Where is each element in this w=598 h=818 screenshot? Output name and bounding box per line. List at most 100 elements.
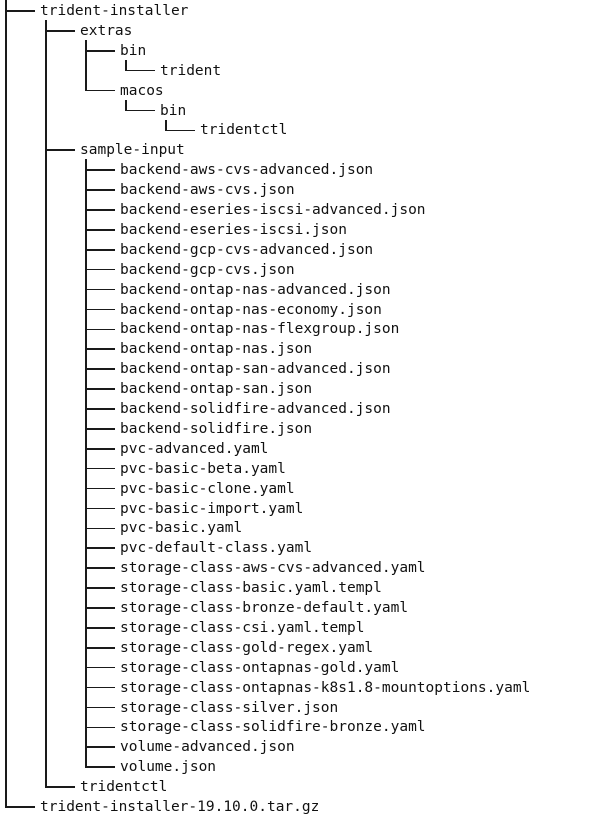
tree-item-name: backend-gcp-cvs-advanced.json: [120, 241, 374, 258]
tree-branch-connector: [165, 129, 195, 132]
tree-branch-connector: [85, 547, 115, 550]
tree-item-name: trident-installer: [40, 3, 189, 19]
tree-item-name: backend-ontap-san.json: [120, 381, 313, 398]
tree-branch-connector: [85, 229, 115, 231]
tree-branch-connector: [85, 288, 115, 291]
tree-branch-connector: [85, 169, 115, 171]
tree-item-name: backend-ontap-nas.json: [120, 341, 313, 358]
tree-row: backend-aws-cvs.json: [0, 180, 598, 200]
tree-branch-connector: [85, 507, 115, 510]
tree-branch-connector: [125, 109, 155, 112]
tree-branch-connector: [85, 646, 115, 649]
tree-row: pvc-advanced.yaml: [0, 439, 598, 459]
tree-row: backend-solidfire-advanced.json: [0, 399, 598, 419]
tree-branch-connector: [85, 467, 115, 470]
tree-branch-connector: [85, 428, 115, 430]
tree-row: backend-ontap-nas-advanced.json: [0, 280, 598, 300]
tree-item-name: backend-gcp-cvs.json: [120, 261, 295, 278]
tree-row: trident-installer-19.10.0.tar.gz: [0, 797, 598, 817]
tree-branch-connector: [85, 487, 115, 490]
tree-branch-connector: [85, 348, 115, 351]
tree-item-name: pvc-basic-clone.yaml: [120, 480, 295, 497]
tree-row: volume-advanced.json: [0, 737, 598, 757]
tree-branch-connector: [85, 388, 115, 390]
tree-item-name: storage-class-basic.yaml.templ: [120, 580, 382, 597]
tree-branch-connector: [5, 10, 35, 12]
tree-item-name: tridentctl: [80, 779, 168, 796]
tree-branch-connector: [125, 69, 155, 72]
tree-root-guide-line: [5, 0, 7, 808]
tree-item-name: macos: [120, 82, 164, 99]
tree-row: backend-ontap-nas-economy.json: [0, 300, 598, 320]
tree-item-name: backend-ontap-nas-flexgroup.json: [120, 321, 400, 338]
tree-guide-line: [125, 59, 127, 72]
tree-branch-connector: [45, 786, 75, 788]
tree-branch-connector: [85, 447, 115, 450]
tree-branch-connector: [85, 368, 115, 370]
tree-item-name: backend-eseries-iscsi.json: [120, 221, 347, 238]
tree-item-name: storage-class-silver.json: [120, 699, 339, 716]
tree-row: storage-class-csi.yaml.templ: [0, 618, 598, 638]
tree-item-name: backend-aws-cvs-advanced.json: [120, 162, 374, 179]
tree-branch-connector: [85, 49, 115, 52]
tree-item-name: pvc-basic-beta.yaml: [120, 460, 286, 477]
tree-item-name: backend-aws-cvs.json: [120, 182, 295, 199]
tree-branch-connector: [5, 806, 35, 808]
tree-row: macos: [0, 81, 598, 101]
tree-branch-connector: [85, 666, 115, 669]
tree-guide-line: [85, 159, 87, 768]
tree-item-name: backend-solidfire-advanced.json: [120, 401, 391, 417]
tree-row: backend-ontap-san-advanced.json: [0, 359, 598, 379]
tree-row: tridentctl: [0, 777, 598, 797]
tree-item-name: tridentctl: [200, 122, 288, 139]
tree-item-name: extras: [80, 22, 133, 39]
tree-item-name: storage-class-aws-cvs-advanced.yaml: [120, 560, 426, 577]
tree-branch-connector: [85, 567, 115, 569]
tree-branch-connector: [85, 766, 115, 768]
tree-branch-connector: [45, 30, 75, 32]
tree-branch-connector: [85, 408, 115, 410]
tree-row: pvc-basic-beta.yaml: [0, 459, 598, 479]
tree-branch-connector: [85, 746, 115, 749]
tree-row: storage-class-ontapnas-k8s1.8-mountoptio…: [0, 678, 598, 698]
tree-row: backend-gcp-cvs-advanced.json: [0, 240, 598, 260]
tree-branch-connector: [45, 149, 75, 152]
tree-guide-line: [165, 119, 167, 132]
tree-item-name: storage-class-ontapnas-k8s1.8-mountoptio…: [120, 679, 531, 696]
tree-row: storage-class-bronze-default.yaml: [0, 598, 598, 618]
tree-item-name: storage-class-csi.yaml.templ: [120, 619, 365, 636]
tree-branch-connector: [85, 587, 115, 589]
tree-item-name: storage-class-gold-regex.yaml: [120, 639, 374, 656]
tree-guide-line: [85, 39, 87, 92]
tree-row: tridentctl: [0, 120, 598, 140]
tree-branch-connector: [85, 328, 115, 331]
tree-row: pvc-basic.yaml: [0, 518, 598, 538]
tree-guide-line: [45, 20, 47, 788]
tree-branch-connector: [85, 248, 115, 251]
tree-item-name: sample-input: [80, 142, 185, 159]
tree-row: trident-installer: [0, 1, 598, 21]
tree-row: backend-ontap-nas-flexgroup.json: [0, 319, 598, 339]
tree-row: sample-input: [0, 140, 598, 160]
tree-row: backend-ontap-nas.json: [0, 339, 598, 359]
tree-branch-connector: [85, 189, 115, 191]
tree-item-name: trident: [160, 62, 222, 79]
tree-item-name: backend-eseries-iscsi-advanced.json: [120, 202, 426, 218]
tree-row: bin: [0, 41, 598, 61]
tree-item-name: pvc-advanced.yaml: [120, 440, 269, 457]
tree-branch-connector: [85, 686, 115, 689]
tree-row: storage-class-aws-cvs-advanced.yaml: [0, 558, 598, 578]
tree-branch-connector: [85, 706, 115, 709]
tree-item-name: pvc-basic-import.yaml: [120, 500, 304, 517]
tree-row: extras: [0, 21, 598, 41]
tree-item-name: bin: [160, 102, 187, 119]
tree-row: backend-ontap-san.json: [0, 379, 598, 399]
tree-item-name: volume.json: [120, 759, 217, 776]
tree-item-name: storage-class-bronze-default.yaml: [120, 600, 409, 616]
tree-branch-connector: [85, 627, 115, 629]
tree-branch-connector: [85, 209, 115, 211]
tree-branch-connector: [85, 527, 115, 530]
tree-row: backend-aws-cvs-advanced.json: [0, 160, 598, 180]
tree-item-name: backend-ontap-san-advanced.json: [120, 361, 391, 378]
